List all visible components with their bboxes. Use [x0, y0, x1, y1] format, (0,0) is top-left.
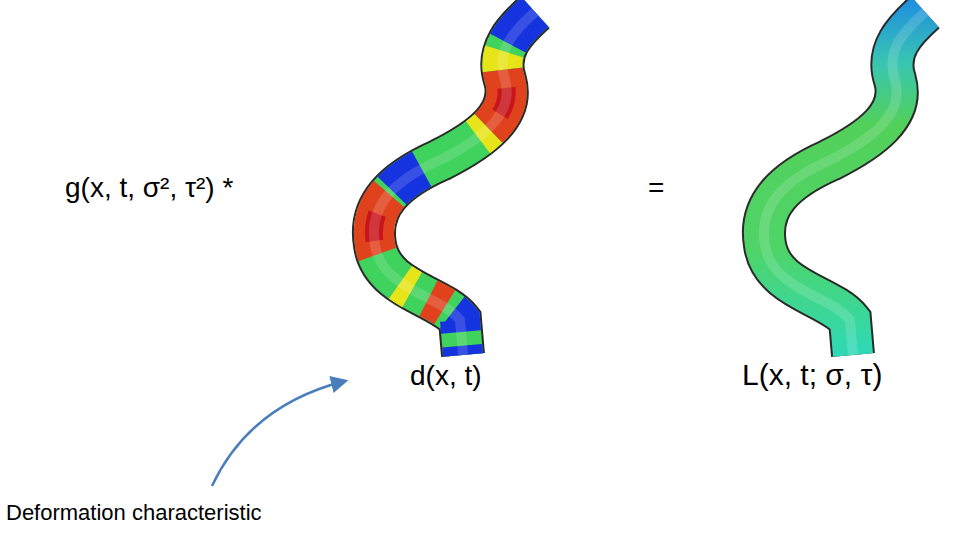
convolution-kernel: g(x, t, σ², τ²) *	[65, 172, 233, 204]
smoothed-tube	[764, 12, 925, 355]
raw-deformation-tube	[374, 12, 535, 355]
equals-sign: =	[648, 172, 664, 204]
callout-note: Deformation characteristic	[6, 500, 262, 525]
output-field-label: L(x, t; σ, τ)	[742, 358, 882, 393]
input-field-label: d(x, t)	[410, 360, 482, 392]
leader-arrow	[212, 381, 345, 486]
